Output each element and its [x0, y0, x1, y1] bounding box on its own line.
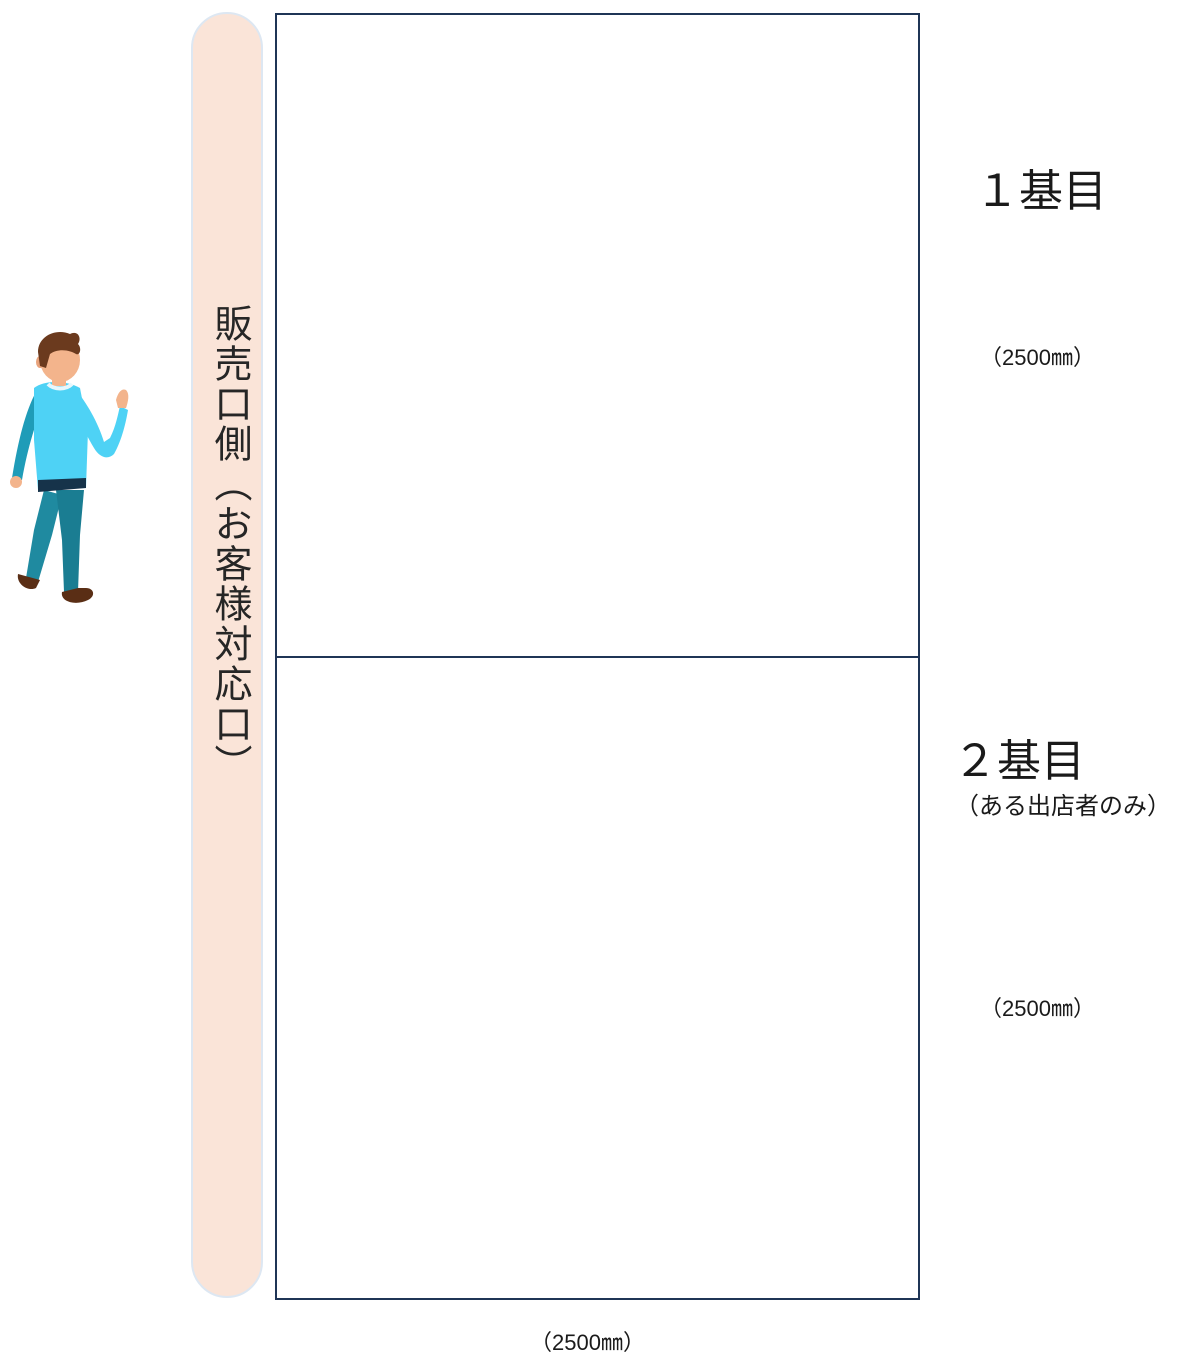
customer-side-label: 販売口側（お客様対応口） — [208, 304, 252, 784]
booth-2-note: （ある出店者のみ） — [955, 792, 1171, 820]
booth-2 — [275, 656, 920, 1300]
customer-side-bar: 販売口側（お客様対応口） — [191, 12, 263, 1298]
booth-2-title: ２基目 — [953, 736, 1085, 787]
booth-1 — [275, 13, 920, 658]
booth-2-dimension: （2500㎜） — [980, 996, 1095, 1021]
width-dimension: （2500㎜） — [530, 1330, 645, 1355]
booth-1-title: １基目 — [975, 166, 1107, 217]
walking-person-icon — [4, 330, 136, 612]
booth-1-dimension: （2500㎜） — [980, 345, 1095, 370]
